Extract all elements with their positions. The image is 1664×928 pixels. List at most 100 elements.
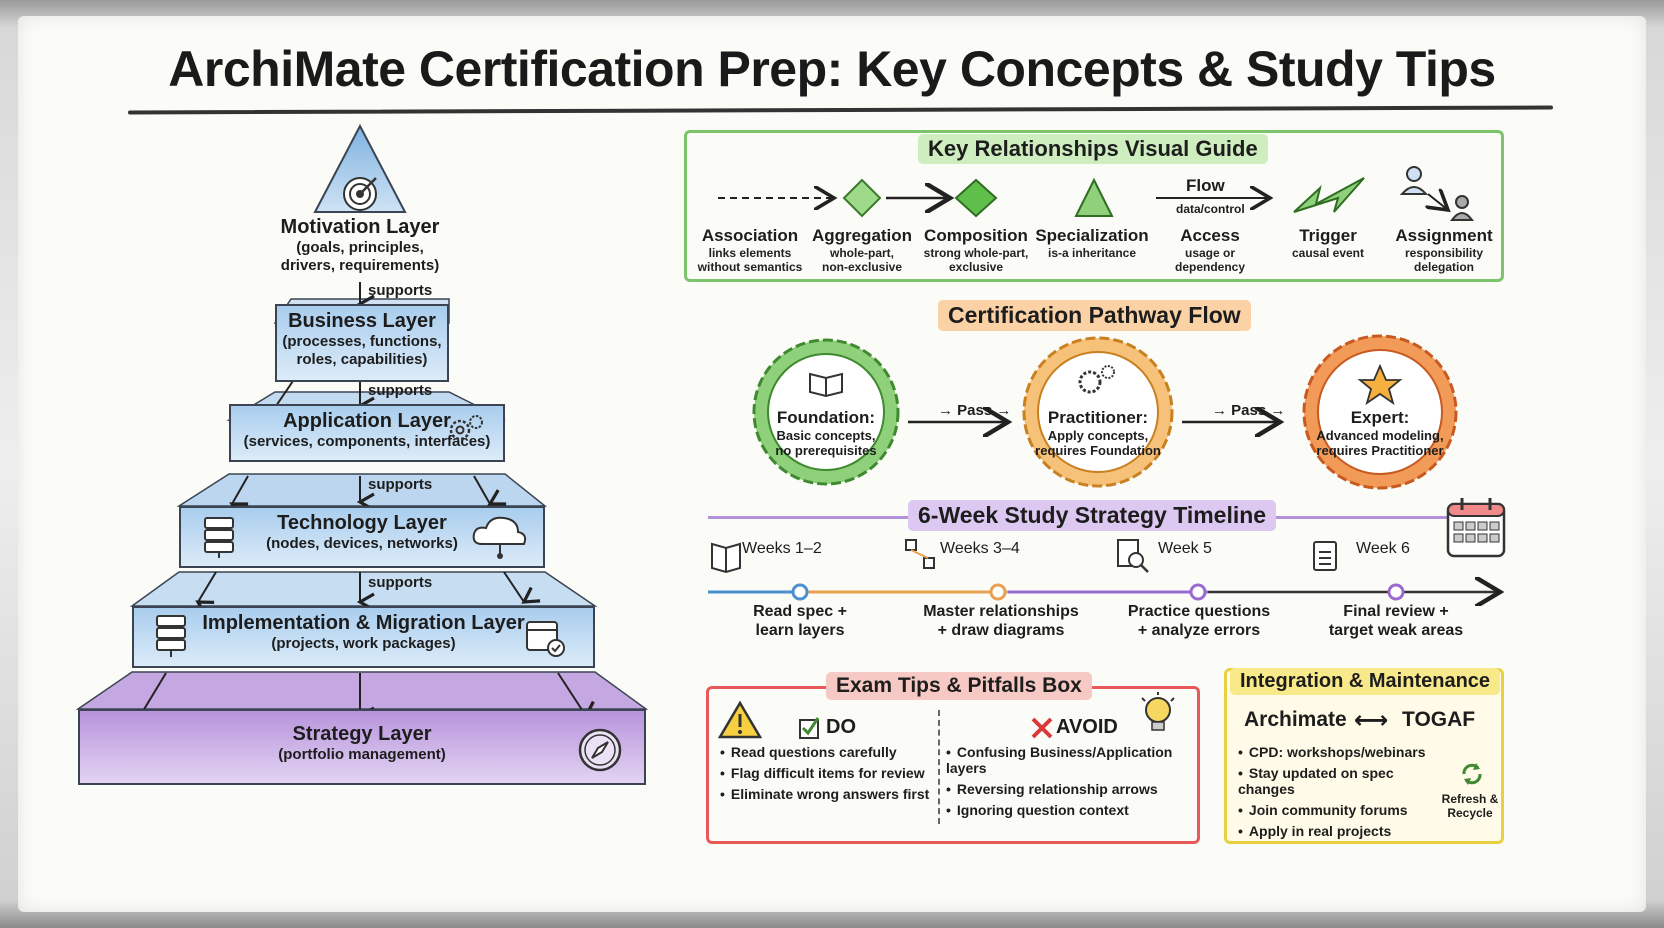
pass-label: → Pass → <box>938 402 1012 419</box>
integration-list: CPD: workshops/webinars Stay updated on … <box>1238 744 1448 844</box>
week-5-desc: Practice questions + analyze errors <box>1104 602 1294 640</box>
stage-desc: no prerequisites <box>775 443 877 458</box>
relationship-name: Association <box>701 226 799 245</box>
relationship-composition: Composition strong whole-part, exclusive <box>916 226 1036 274</box>
server-stack-icon <box>156 615 186 657</box>
stage-title: Expert: <box>1350 408 1410 427</box>
relationship-assignment: Assignment responsibility delegation <box>1384 226 1504 274</box>
clipboard-icon <box>1313 541 1337 571</box>
stage-desc: requires Practitioner <box>1316 443 1444 458</box>
week-1-2-marker <box>791 583 809 601</box>
layer-business: Business Layer (processes, functions, ro… <box>275 304 449 382</box>
week-5-marker <box>1189 583 1207 601</box>
foundation-badge <box>752 338 900 486</box>
list-item: Flag difficult items for review <box>720 765 936 781</box>
page-title: ArchiMate Certification Prep: Key Concep… <box>168 41 1496 97</box>
relationship-access: Access usage or dependency <box>1150 226 1270 274</box>
layer-desc: (processes, functions, <box>282 333 442 350</box>
stage-desc: requires Foundation <box>1035 443 1161 458</box>
week-desc-line: target weak areas <box>1328 622 1464 639</box>
gears-icon <box>449 415 483 441</box>
layer-motivation: Motivation Layer (goals, principles, dri… <box>250 216 470 275</box>
list-item: Join community forums <box>1238 802 1448 818</box>
supports-label: supports <box>368 476 433 493</box>
togaf-label: TOGAF <box>1402 708 1476 731</box>
relationship-symbols <box>718 166 1474 221</box>
book-icon <box>711 542 741 574</box>
week-desc-line: Final review + <box>1343 603 1449 620</box>
lightbulb-icon <box>1141 692 1175 731</box>
apex-triangle <box>313 123 407 213</box>
week-desc-line: Practice questions <box>1127 603 1271 620</box>
relationship-desc: non-exclusive <box>821 260 903 274</box>
week-6-marker <box>1387 583 1405 601</box>
practitioner-badge <box>1022 336 1174 488</box>
recycle-icon <box>1462 763 1482 785</box>
do-label: DO <box>826 716 856 738</box>
layer-name: Application Layer <box>283 410 451 432</box>
relationship-trigger: Trigger causal event <box>1268 226 1388 260</box>
layer-desc: roles, capabilities) <box>296 351 428 368</box>
week-desc-line: learn layers <box>755 622 845 639</box>
relationship-name: Trigger <box>1299 226 1357 245</box>
stage-foundation: Foundation: Basic concepts, no prerequis… <box>766 408 886 458</box>
timeline-title: 6-Week Study Strategy Timeline <box>908 500 1277 531</box>
target-icon <box>343 177 377 211</box>
stage-practitioner: Practitioner: Apply concepts, requires F… <box>1028 408 1168 458</box>
layer-name: Implementation & Migration Layer <box>202 612 525 634</box>
supports-label: supports <box>368 282 433 299</box>
layer-name: Motivation Layer <box>280 216 440 238</box>
supports-label: supports <box>368 382 433 399</box>
relationships-box <box>684 130 1504 282</box>
pathway-graphic <box>752 334 1458 490</box>
list-item: Read questions carefully <box>720 744 936 760</box>
magnifier-icon <box>1117 539 1149 573</box>
warning-icon <box>718 700 762 739</box>
checkbox-icon <box>799 717 820 739</box>
relationship-name: Aggregation <box>811 226 913 245</box>
stage-desc: Apply concepts, <box>1047 428 1149 443</box>
pass-label: → Pass → <box>1212 402 1286 419</box>
list-item: Stay updated on spec changes <box>1238 765 1448 797</box>
stage-expert: Expert: Advanced modeling, requires Prac… <box>1308 408 1452 458</box>
relationship-desc: is-a inheritance <box>1047 246 1137 260</box>
layer-name: Business Layer <box>288 310 436 332</box>
layer-implementation: Implementation & Migration Layer (projec… <box>132 606 595 668</box>
diagram-icon <box>905 539 935 569</box>
server-icon <box>204 517 234 558</box>
whiteboard: ArchiMate Certification Prep: Key Concep… <box>18 16 1646 912</box>
week-3-4-title: Weeks 3–4 <box>940 540 1020 557</box>
week-1-2-title: Weeks 1–2 <box>742 540 822 557</box>
layer-desc: (nodes, devices, networks) <box>266 535 458 552</box>
relationship-name: Access <box>1180 226 1240 245</box>
list-item: Ignoring question context <box>946 802 1196 818</box>
exam-tips-title: Exam Tips & Pitfalls Box <box>826 672 1092 700</box>
relationship-association: Association links elements without seman… <box>690 226 810 274</box>
week-1-2-desc: Read spec + learn layers <box>730 602 870 640</box>
bidirectional-arrow-icon: ⟷ <box>1354 707 1389 734</box>
list-item: Apply in real projects <box>1238 823 1448 839</box>
refresh-recycle-label: Refresh & Recycle <box>1438 792 1502 820</box>
layer-desc: drivers, requirements) <box>280 257 440 274</box>
pyramid-graphic <box>75 123 649 731</box>
layer-name: Technology Layer <box>277 512 447 534</box>
week-6-title: Week 6 <box>1356 540 1410 557</box>
do-list: Read questions carefully Flag difficult … <box>720 744 936 807</box>
week-desc-line: + draw diagrams <box>937 622 1065 639</box>
relationship-desc: dependency <box>1174 260 1246 274</box>
relationship-name: Specialization <box>1035 226 1149 245</box>
relationship-specialization: Specialization is-a inheritance <box>1032 226 1152 260</box>
pathway-title: Certification Pathway Flow <box>938 300 1251 331</box>
relationship-desc: links elements <box>708 246 792 260</box>
stage-desc: Basic concepts, <box>776 428 876 443</box>
refresh-label-line: Refresh & <box>1441 792 1499 806</box>
relationship-desc: delegation <box>1413 260 1474 274</box>
relationship-desc: without semantics <box>697 260 803 274</box>
supports-label: supports <box>368 574 433 591</box>
week-3-4-marker <box>989 583 1007 601</box>
list-item: Reversing relationship arrows <box>946 781 1196 797</box>
stage-title: Practitioner: <box>1047 408 1149 427</box>
layer-desc: (projects, work packages) <box>271 635 456 652</box>
flow-label: Flow <box>1186 176 1225 195</box>
week-6-desc: Final review + target weak areas <box>1306 602 1486 640</box>
